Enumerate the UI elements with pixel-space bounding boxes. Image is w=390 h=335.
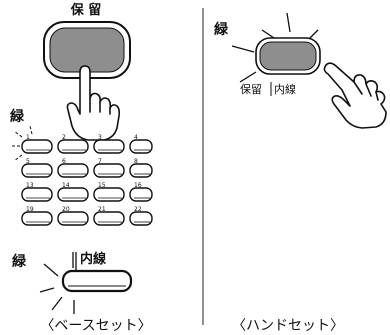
- grid-key-number: 15: [98, 182, 106, 189]
- grid-key: 15: [93, 182, 125, 202]
- grid-key: 7: [93, 158, 125, 178]
- grid-key: 21: [93, 206, 125, 226]
- pressing-hand-icon: [66, 65, 121, 141]
- grid-key: 19: [21, 206, 53, 226]
- grid-key-number: 16: [134, 182, 142, 189]
- grid-key-number: 5: [26, 158, 30, 165]
- grid-key-number: 1: [26, 134, 30, 141]
- grid-key: 13: [21, 182, 53, 202]
- hold-key-label: 保 留: [70, 2, 102, 18]
- grid-key-number: 7: [98, 158, 102, 165]
- green-label-keys: 緑: [10, 108, 25, 125]
- handset-naisen-label: 内線: [274, 82, 296, 96]
- grid-key: 8: [129, 158, 153, 178]
- green-label-handset: 緑: [214, 21, 229, 38]
- extension-key-grid: 1 2 3 4 5 6 7 8 13 14 15 16 19 20 21 22: [21, 134, 153, 226]
- grid-key-number: 4: [134, 134, 138, 141]
- handset-caption: 〈ハンドセット〉: [232, 318, 344, 334]
- grid-key-number: 2: [62, 134, 66, 141]
- grid-key-number: 21: [98, 206, 106, 213]
- grid-key-number: 20: [62, 206, 70, 213]
- grid-key: 3: [93, 134, 125, 154]
- grid-key-number: 3: [98, 134, 102, 141]
- light-burst-icon: [10, 125, 33, 162]
- handset-hold-naisen-key: [255, 37, 321, 75]
- grid-key-number: 14: [62, 182, 70, 189]
- grid-key-number: 8: [134, 158, 138, 165]
- grid-key-number: 19: [26, 206, 34, 213]
- grid-key: 2: [57, 134, 89, 154]
- grid-key-number: 22: [134, 206, 142, 213]
- grid-key-number: 13: [26, 182, 34, 189]
- grid-key-number: 6: [62, 158, 66, 165]
- grid-key: 14: [57, 182, 89, 202]
- green-label-naisen: 緑: [12, 253, 27, 270]
- grid-key: 1: [21, 134, 53, 154]
- light-burst-icon-2: [39, 252, 75, 314]
- naisen-key-label: 内線: [80, 251, 107, 267]
- base-set-caption: 〈ベースセット〉: [40, 318, 151, 334]
- grid-key: 22: [129, 206, 153, 226]
- grid-key: 6: [57, 158, 89, 178]
- grid-key: 4: [129, 134, 153, 154]
- grid-key: 16: [129, 182, 153, 202]
- grid-key: 5: [21, 158, 53, 178]
- base-hold-key: [43, 21, 131, 79]
- naisen-key: [61, 269, 133, 293]
- handset-hold-label: 保留: [240, 82, 262, 96]
- grid-key: 20: [57, 206, 89, 226]
- handset-pressing-hand-icon: [323, 62, 387, 129]
